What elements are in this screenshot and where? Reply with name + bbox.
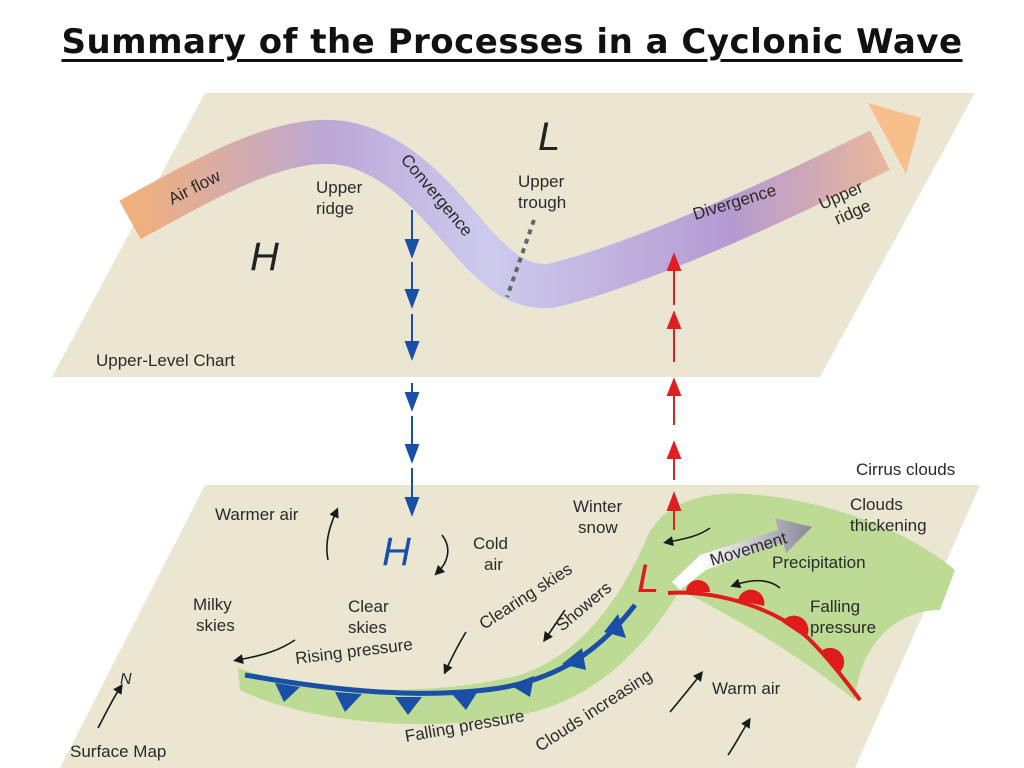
falling-pressure-right-label: Falling pressure: [810, 597, 876, 637]
winter-snow-label: Winter snow: [573, 497, 627, 537]
precipitation-label: Precipitation: [772, 553, 866, 572]
warm-front-bump: [738, 589, 765, 606]
cold-front-triangle: [562, 648, 586, 670]
cold-front-triangle: [604, 614, 626, 638]
cold-front-triangle: [395, 697, 422, 715]
upper-ridge-left-label: Upper ridge: [316, 178, 367, 218]
clear-skies-label: Clear skies: [348, 597, 393, 637]
cold-front-triangle: [452, 691, 478, 710]
rising-air-arrows: [666, 252, 682, 530]
upper-trough-line: [505, 219, 536, 298]
surface-low-symbol: L: [637, 557, 659, 601]
air-flow-arrowhead: [868, 103, 921, 174]
sinking-air-arrows: [404, 210, 420, 517]
cold-front: [244, 603, 637, 715]
upper-level-plane: [52, 93, 975, 377]
cold-front-triangle: [510, 676, 534, 697]
clouds-thickening-label: Clouds thickening: [850, 495, 927, 535]
page-title: Summary of the Processes in a Cyclonic W…: [61, 22, 963, 62]
cold-air-label: Cold air: [473, 534, 513, 574]
upper-level-chart-label: Upper-Level Chart: [96, 351, 235, 370]
warm-front-bump: [782, 615, 809, 638]
milky-skies-label: Milky skies: [193, 595, 236, 635]
upper-trough-label: Upper trough: [518, 172, 569, 212]
movement-arrow: [672, 518, 812, 590]
upper-high-symbol: H: [250, 235, 279, 279]
cold-front-triangle: [275, 683, 300, 702]
cold-front-triangle: [335, 692, 362, 712]
surface-wind-arrows: [97, 507, 781, 756]
warmer-air-label: Warmer air: [215, 505, 299, 524]
warm-front-bump: [686, 580, 710, 592]
warm-air-label: Warm air: [712, 679, 781, 698]
surface-map-label: Surface Map: [70, 742, 166, 761]
air-flow-ribbon: [119, 103, 921, 309]
upper-low-symbol: L: [538, 115, 560, 159]
warm-front: [667, 580, 862, 702]
surface-high-symbol: H: [382, 530, 411, 574]
warm-front-bump: [820, 647, 845, 672]
cloud-precipitation-zone: [238, 493, 955, 725]
cirrus-clouds-label: Cirrus clouds: [856, 460, 955, 479]
north-label: N: [120, 671, 132, 688]
